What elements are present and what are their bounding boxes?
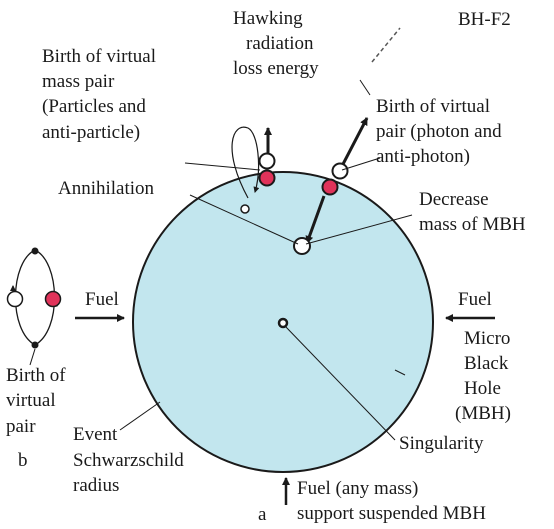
birth-virtual-pair-label: Birth of virtual pair <box>6 365 70 437</box>
figure-id-label: BH-F2 <box>458 9 511 30</box>
leader-decrease-mass <box>305 214 413 245</box>
label-a: a <box>258 504 267 525</box>
decrease-mass-particle <box>293 237 311 255</box>
virtual-top-dot <box>31 247 39 255</box>
virtual-bottom-dot <box>31 341 39 349</box>
fuel-left-label: Fuel <box>85 289 119 310</box>
hawking-label: Hawking radiation loss energy <box>233 8 319 79</box>
birth-mass-pair-label: Birth of virtual mass pair (Particles an… <box>42 46 161 143</box>
leader-annihilation <box>189 194 299 245</box>
mass-white-particle <box>258 152 276 170</box>
leader-virtual-pair <box>29 348 36 366</box>
leader-event-horizon <box>119 401 161 431</box>
singularity-label: Singularity <box>399 433 484 454</box>
annihilation-small-dot <box>240 204 250 214</box>
photon-escape-arrow <box>339 117 369 169</box>
virtual-red-particle <box>44 290 62 308</box>
photon-fall-arrow <box>305 195 326 244</box>
birth-photon-pair-label: Birth of virtual pair (photon and anti-p… <box>376 96 506 167</box>
leader-hawking <box>359 79 371 96</box>
leader-mass-pair <box>184 162 261 171</box>
leader-photon-pair <box>341 157 381 171</box>
mass-red-particle <box>258 169 276 187</box>
mass-loop-arrow <box>231 126 260 199</box>
leader-mbh <box>394 369 406 376</box>
mbh-label: Micro Black Hole (MBH) <box>455 328 515 424</box>
photon-white-particle <box>331 162 349 180</box>
singularity-dot <box>277 317 289 329</box>
label-b: b <box>18 450 28 471</box>
virtual-white-particle <box>6 290 24 308</box>
hawking-trail <box>371 27 401 63</box>
decrease-mass-label: Decrease mass of MBH <box>419 189 526 235</box>
annihilation-label: Annihilation <box>58 178 155 199</box>
fuel-bottom-label: Fuel (any mass) support suspended MBH <box>297 478 486 524</box>
fuel-right-label: Fuel <box>458 289 492 310</box>
event-horizon-label: Event Schwarzschild radius <box>73 424 189 496</box>
photon-red-particle <box>321 178 339 196</box>
leader-singularity <box>284 325 396 441</box>
